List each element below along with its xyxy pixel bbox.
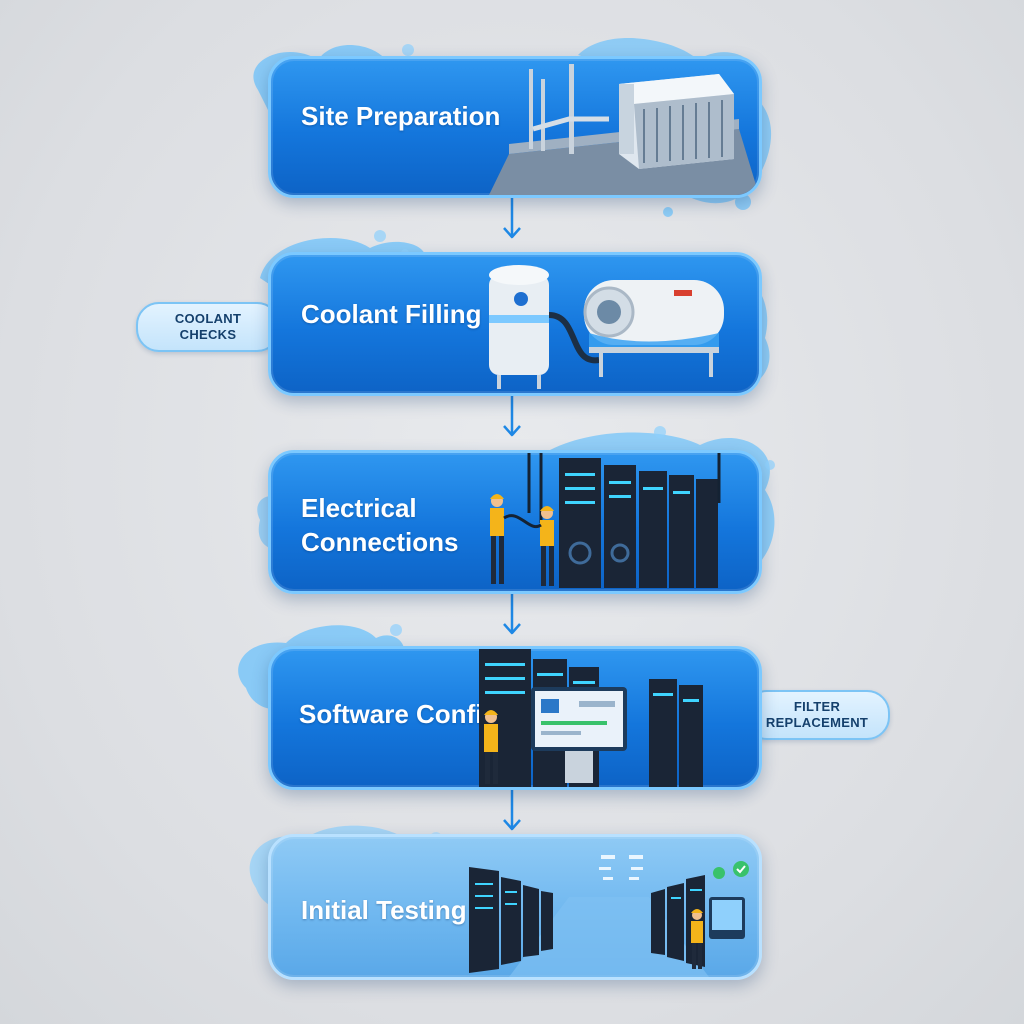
step-title: Coolant Filling <box>301 299 482 329</box>
step-card-site-preparation: Site Preparation <box>268 56 762 198</box>
down-arrow-icon <box>503 390 521 437</box>
coolant-tank-illustration <box>489 265 724 389</box>
step-title: Initial Testing <box>301 895 467 925</box>
step-card-electrical-connections: Electrical Connections <box>268 450 762 594</box>
data-center-aisle-illustration <box>469 855 749 977</box>
technician-figure <box>490 494 504 584</box>
down-arrow-icon <box>503 192 521 239</box>
side-tag-line: REPLACEMENT <box>765 715 869 730</box>
check-icon <box>713 867 725 879</box>
side-tag-coolant-checks: COOLANT CHECKS <box>136 302 280 352</box>
step-card-coolant-filling: Coolant Filling <box>268 252 762 396</box>
technician-config-terminal-illustration <box>479 649 703 787</box>
side-tag-filter-replacement: FILTER REPLACEMENT <box>744 690 890 740</box>
down-arrow-icon <box>503 784 521 831</box>
step-card-software-config: Software Config <box>268 646 762 790</box>
technician-figure <box>484 710 498 784</box>
side-tag-line: FILTER <box>793 699 841 714</box>
side-tag-line: COOLANT <box>174 311 242 326</box>
step-title: Site Preparation <box>301 101 501 131</box>
technician-figure <box>540 506 554 586</box>
chiller-unit-illustration <box>489 64 759 195</box>
side-tag-line: CHECKS <box>179 327 237 342</box>
step-title: Electrical Connections <box>301 493 459 557</box>
technicians-server-racks-illustration <box>490 453 721 588</box>
check-icon <box>733 861 749 877</box>
down-arrow-icon <box>503 588 521 635</box>
technician-figure <box>691 909 703 969</box>
step-card-initial-testing: Initial Testing <box>268 834 762 980</box>
